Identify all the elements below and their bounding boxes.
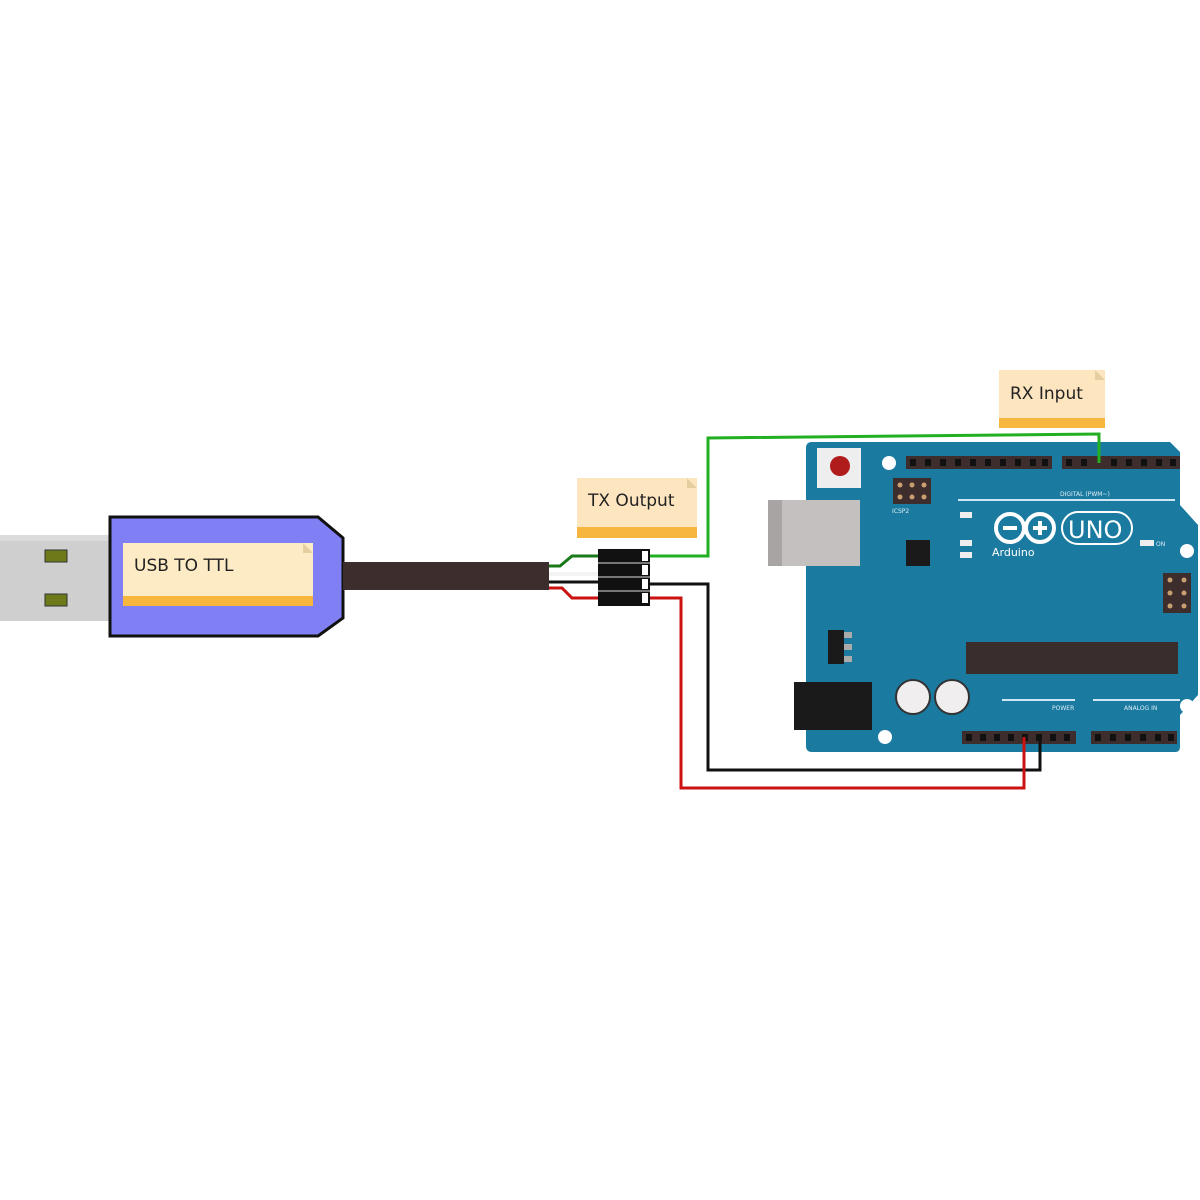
arduino-logo — [994, 511, 1133, 545]
usb-plug — [0, 535, 110, 621]
tx-output-note: TX Output — [577, 478, 697, 538]
signal-wires — [650, 432, 1101, 790]
wire-red-5v — [650, 596, 1026, 790]
icsp2-label: ICSP2 — [892, 508, 909, 515]
wire-green-tx-to-rx — [650, 432, 1101, 558]
digital-header-low — [1062, 456, 1180, 469]
dc-power-jack — [794, 682, 872, 730]
icsp-header — [1163, 573, 1191, 613]
usb-cable — [343, 562, 549, 590]
power-label: POWER — [1052, 705, 1074, 712]
voltage-regulator — [828, 630, 844, 664]
capacitor — [934, 679, 970, 715]
reset-button — [817, 448, 861, 488]
analog-header — [1091, 731, 1177, 744]
usb-label-note: USB TO TTL — [123, 543, 313, 606]
usb-chip — [906, 540, 930, 566]
dupont-connector — [598, 549, 650, 606]
arduino-board: DIGITAL (PWM~) ICSP2 ON UNO Arduino — [768, 442, 1198, 752]
power-header — [962, 731, 1076, 744]
usb-b-port — [768, 500, 860, 566]
wire-black-gnd — [650, 582, 1042, 772]
capacitor — [895, 679, 931, 715]
rx-input-note: RX Input — [999, 370, 1105, 428]
board-model: UNO — [1068, 516, 1122, 544]
analog-label: ANALOG IN — [1124, 705, 1157, 712]
icsp2-header — [893, 478, 931, 504]
atmega-chip — [966, 642, 1178, 674]
usb-adapter-label: USB TO TTL — [134, 556, 234, 576]
cable-breakout-wires — [549, 554, 600, 600]
digital-label: DIGITAL (PWM~) — [1060, 491, 1110, 498]
tx-output-label: TX Output — [587, 491, 675, 511]
rx-input-label: RX Input — [1010, 384, 1083, 404]
on-led-label: ON — [1156, 541, 1165, 548]
board-brand: Arduino — [992, 546, 1035, 559]
